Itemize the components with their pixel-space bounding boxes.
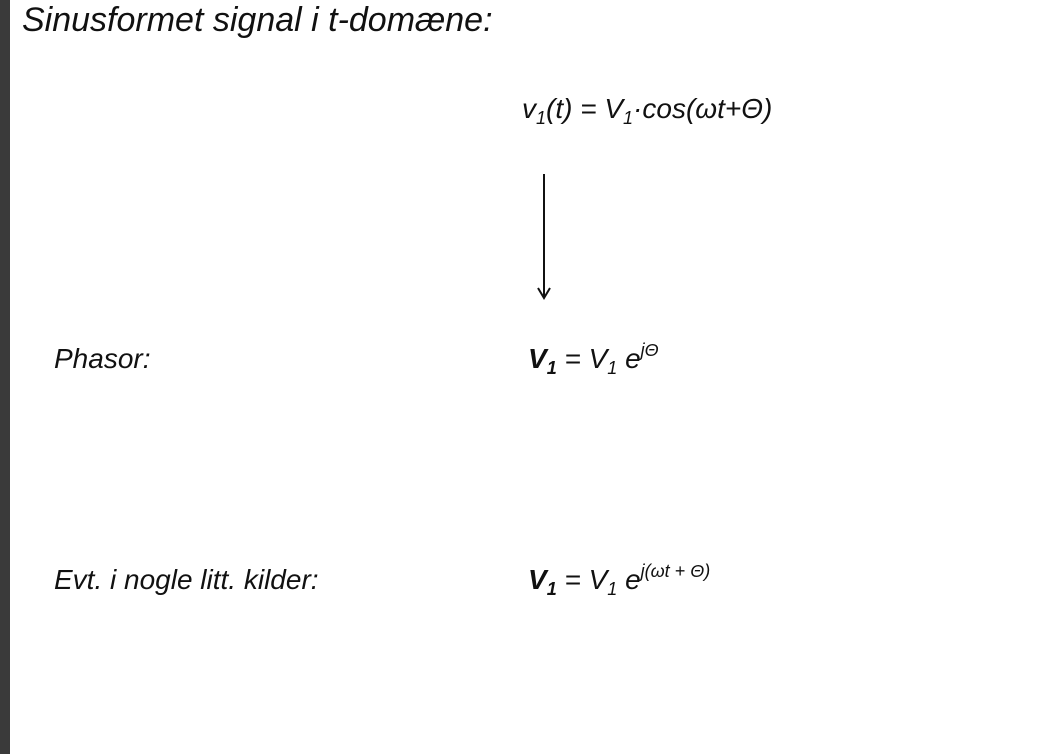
eq3-bold-var: V [528,564,547,595]
window-left-border [0,0,10,754]
eq3-exponent: j(ωt + Θ) [640,561,711,581]
eq1-rhs-sub: 1 [623,108,634,128]
eq3-bold-sub: 1 [546,579,557,599]
eq2-mid: = V [556,343,608,374]
eq1-lhs-sub: 1 [536,108,547,128]
eq3-base: e [617,564,641,595]
alternative-label: Evt. i nogle litt. kilder: [54,564,319,595]
time-domain-equation: v1(t) = V1·cos(ωt+Θ) [522,92,773,128]
alternative-equation: V1 = V1 ej(ωt + Θ) [528,561,711,599]
eq3-mid: = V [556,564,608,595]
down-arrow-icon [537,174,551,300]
eq3-mid-sub: 1 [607,579,618,599]
phasor-label: Phasor: [54,343,151,374]
eq2-bold-var: V [528,343,547,374]
eq1-lhs-arg: (t) = V [546,93,624,124]
phasor-equation: V1 = V1 ejΘ [528,340,659,378]
eq2-base: e [617,343,641,374]
eq2-bold-sub: 1 [546,358,557,378]
document-page: Sinusformet signal i t-domæne: v1(t) = V… [10,0,1050,754]
page-title: Sinusformet signal i t-domæne: [22,1,493,39]
eq1-rhs-tail: ·cos(ωt+Θ) [633,93,773,124]
eq2-mid-sub: 1 [607,358,618,378]
eq1-lhs-var: v [522,93,536,124]
eq2-exponent: jΘ [640,340,659,360]
